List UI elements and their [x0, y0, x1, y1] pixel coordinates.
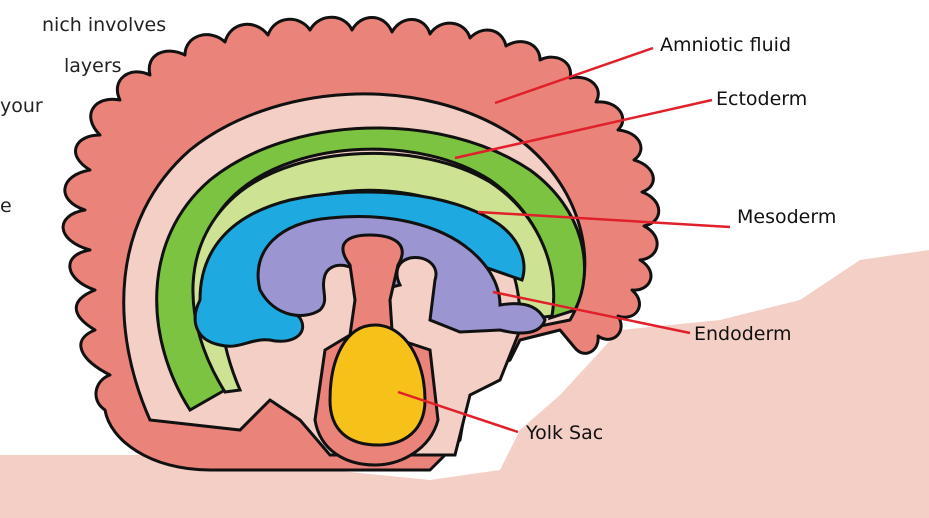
label-endoderm: Endoderm [694, 323, 791, 345]
label-yolk-sac: Yolk Sac [526, 422, 603, 444]
label-amniotic-fluid: Amniotic fluid [660, 34, 791, 56]
label-ectoderm: Ectoderm [716, 88, 807, 110]
label-mesoderm: Mesoderm [737, 206, 836, 228]
